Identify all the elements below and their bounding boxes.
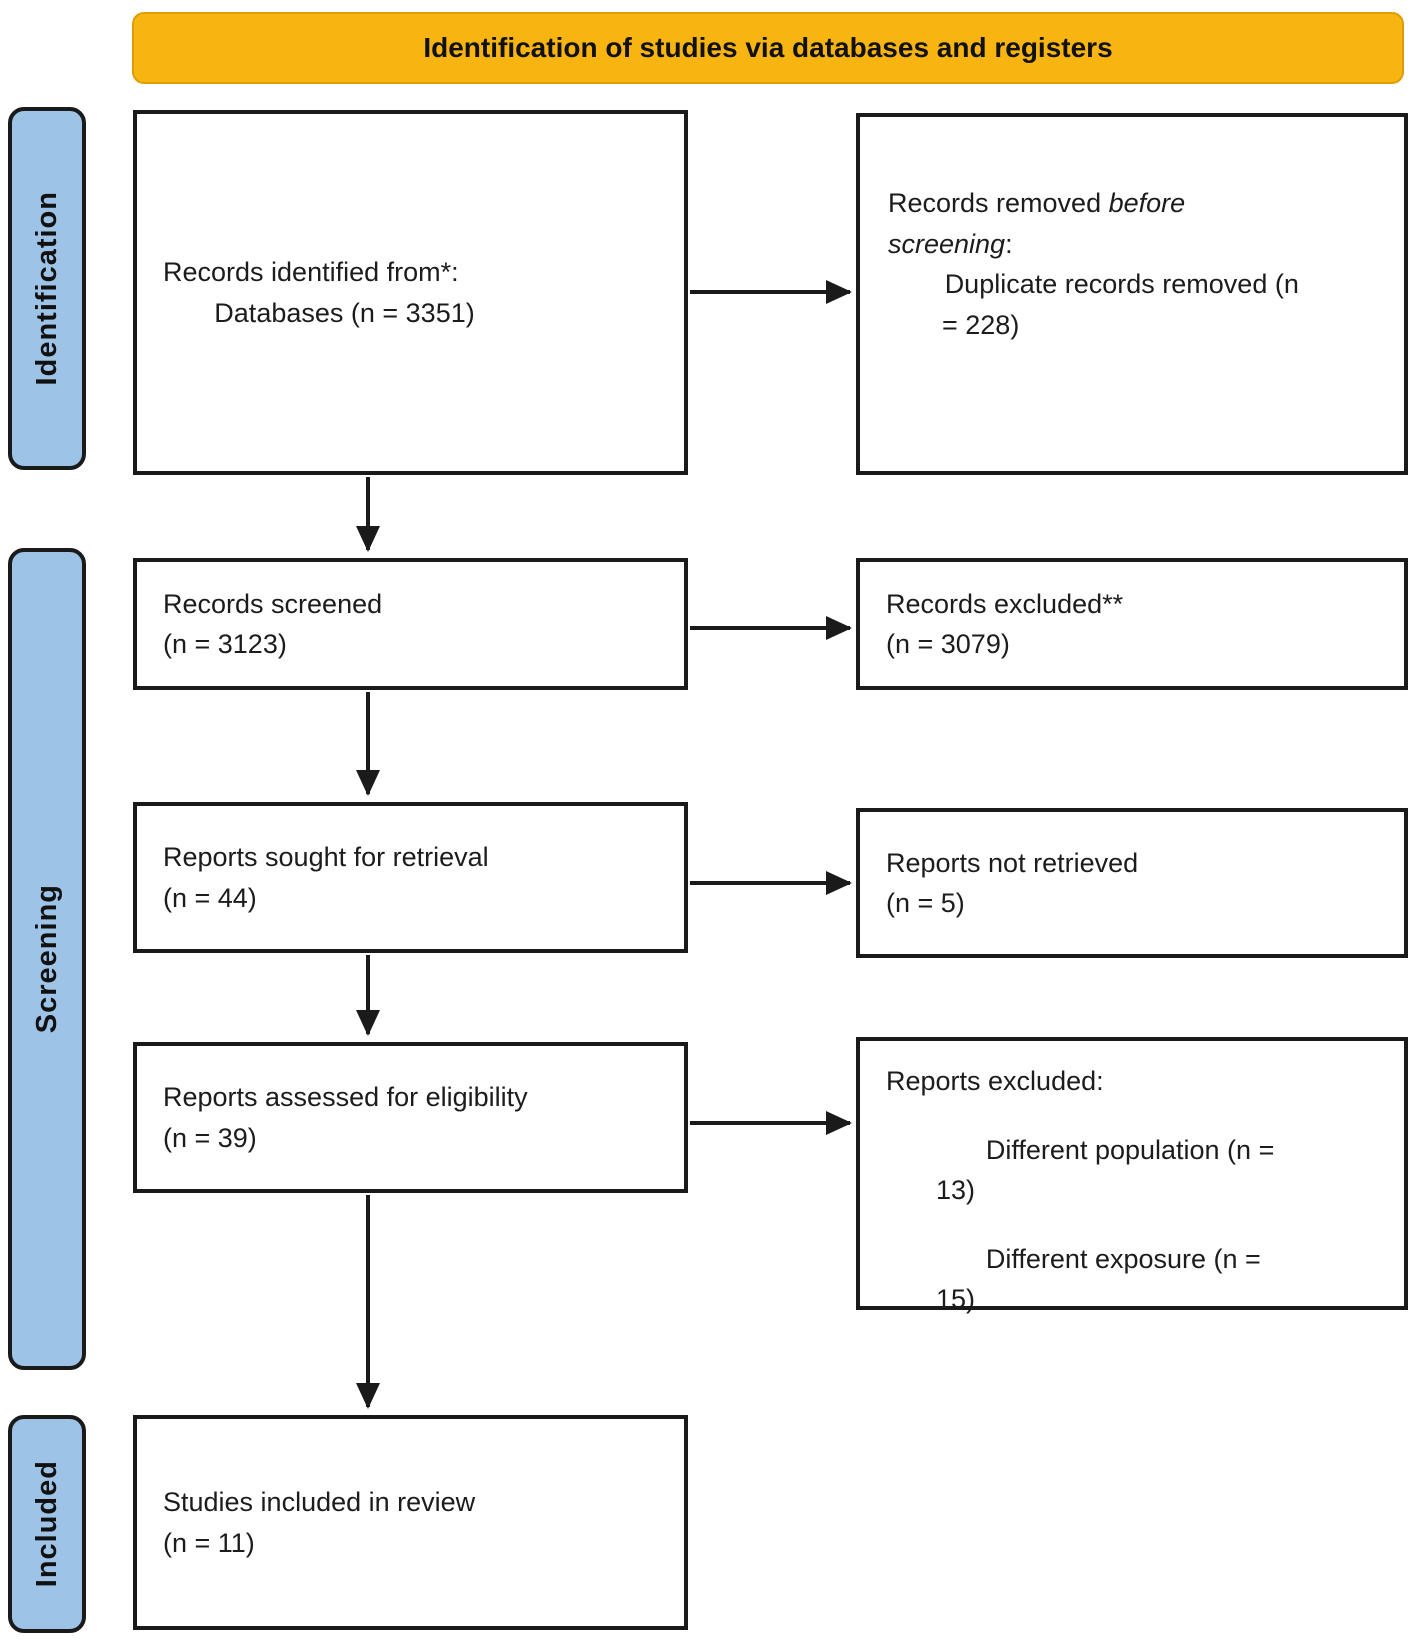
stage-included-label: Included	[30, 1460, 63, 1588]
box-line: Records screened	[163, 588, 383, 619]
box-line: (n = 44)	[163, 882, 257, 913]
box-line: (n = 3123)	[163, 629, 287, 659]
box-records-excluded: Records excluded** (n = 3079)	[856, 558, 1408, 690]
box-line: (n = 39)	[163, 1122, 257, 1153]
box-records-removed: Records removed before screening: Duplic…	[856, 113, 1408, 475]
stage-identification-label: Identification	[30, 191, 63, 386]
box-line: (n = 3079)	[886, 629, 1010, 659]
box-line: 15)	[935, 1284, 975, 1314]
box-records-screened: Records screened (n = 3123)	[133, 558, 688, 690]
box-reports-assessed: Reports assessed for eligibility (n = 39…	[133, 1042, 688, 1193]
box-line: = 228)	[942, 309, 1020, 340]
box-line: (n = 5)	[886, 888, 965, 918]
box-line: Different population (n =	[985, 1134, 1275, 1165]
box-line: (n = 11)	[163, 1527, 255, 1558]
flow-header: Identification of studies via databases …	[132, 12, 1404, 84]
box-line: Reports excluded:	[886, 1066, 1104, 1096]
stage-screening: Screening	[8, 548, 86, 1370]
stage-screening-label: Screening	[30, 884, 63, 1034]
box-studies-included: Studies included in review (n = 11)	[133, 1415, 688, 1630]
box-line: Databases (n = 3351)	[214, 297, 475, 328]
stage-included: Included	[8, 1415, 86, 1633]
box-records-identified: Records identified from*: Databases (n =…	[133, 110, 688, 475]
box-line: screening:	[888, 228, 1013, 259]
box-line: Records identified from*:	[163, 257, 459, 287]
box-line: Reports not retrieved	[886, 847, 1139, 878]
box-line: 13)	[935, 1175, 975, 1205]
flow-header-title: Identification of studies via databases …	[423, 32, 1113, 63]
box-line: Reports assessed for eligibility	[163, 1082, 528, 1112]
box-line: Records excluded**	[886, 588, 1124, 619]
box-line: Duplicate records removed (n	[944, 269, 1299, 299]
box-reports-excluded: Reports excluded: Different population (…	[856, 1037, 1408, 1314]
box-line: Reports sought for retrieval	[163, 842, 489, 872]
box-line: Studies included in review	[163, 1487, 476, 1517]
box-line: Different exposure (n =	[985, 1243, 1261, 1274]
stage-identification: Identification	[8, 107, 86, 470]
box-reports-sought: Reports sought for retrieval (n = 44)	[133, 802, 688, 953]
box-line: Records removed before	[888, 188, 1186, 218]
box-reports-not-retrieved: Reports not retrieved (n = 5)	[856, 808, 1408, 958]
